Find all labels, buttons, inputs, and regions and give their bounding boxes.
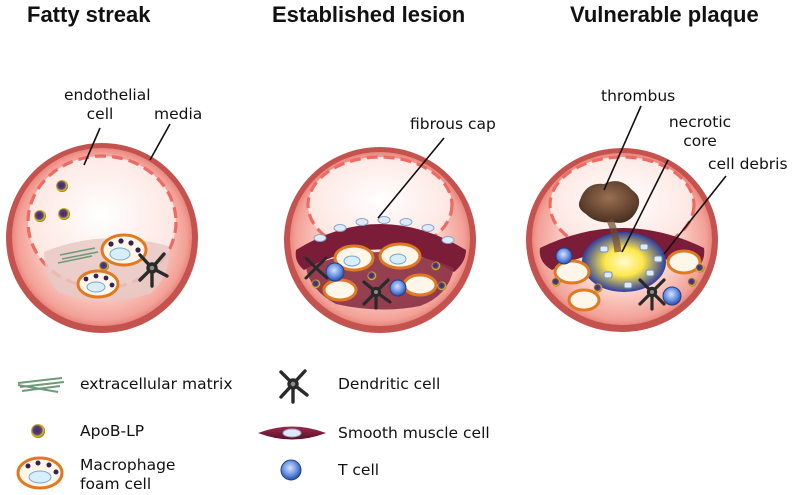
label-necrotic-line1: necrotic: [668, 113, 732, 131]
title-fatty-streak: Fatty streak: [27, 2, 151, 27]
legend-icon-smooth-muscle-cell: [258, 426, 326, 440]
vessel-fatty-streak: [6, 143, 198, 333]
leader-lines: [83, 105, 727, 255]
dendritic-cell: [638, 278, 666, 311]
label-necrotic-line2: core: [683, 132, 717, 150]
legend-macrophage-line1: Macrophage: [80, 456, 176, 474]
legend-macrophage-line2: foam cell: [80, 475, 152, 493]
label-thrombus: thrombus: [601, 87, 676, 105]
foam-cells: [76, 233, 148, 299]
label-necrotic-core: necrotic core: [668, 113, 732, 151]
legend-icon-t-cell: [280, 459, 302, 481]
apob-particles: [311, 261, 447, 291]
apob-particles: [34, 180, 109, 271]
dendritic-cell: [304, 256, 329, 280]
dendritic-cell: [362, 278, 392, 310]
leader-endothelial: [83, 127, 101, 166]
vessel-vulnerable-plaque: [526, 148, 718, 332]
fibrous-cap: [295, 224, 466, 272]
label-fibrous-cap: fibrous cap: [410, 115, 496, 133]
title-established-lesion: Established lesion: [272, 2, 466, 27]
leader-fibrous-cap: [377, 137, 445, 219]
vessel-established-lesion: [284, 147, 476, 333]
legend-dendritic-cell: Dendritic cell: [338, 375, 441, 393]
leader-thrombus: [603, 105, 642, 191]
leader-media: [149, 123, 171, 161]
label-endothelial-cell: endothelial cell: [64, 86, 151, 124]
cap-smooth-muscle-nuclei: [313, 216, 455, 244]
t-cells: [325, 262, 407, 297]
leader-necrotic-core: [621, 159, 669, 253]
thrombus: [578, 181, 640, 223]
cell-debris: [599, 243, 663, 289]
legend-apob-lp: ApoB-LP: [80, 422, 145, 440]
legend-icon-extracellular-matrix: [17, 377, 65, 393]
legend-icon-apob: [31, 424, 45, 438]
legend-icon-dendritic-cell: [279, 369, 309, 404]
label-endothelial-line1: endothelial: [64, 86, 151, 104]
foam-cells: [553, 249, 702, 312]
legend-t-cell: T cell: [338, 461, 380, 479]
t-cells: [555, 247, 682, 306]
leader-cell-debris: [663, 175, 727, 255]
label-media: media: [154, 105, 203, 123]
label-endothelial-line2: cell: [86, 105, 114, 123]
title-vulnerable-plaque: Vulnerable plaque: [570, 2, 759, 27]
dendritic-cell: [138, 252, 169, 288]
legend-extracellular-matrix: extracellular matrix: [80, 375, 233, 393]
label-cell-debris: cell debris: [708, 155, 788, 173]
legend-macrophage-foam-cell: Macrophage foam cell: [80, 456, 175, 494]
apob-particles: [551, 263, 705, 293]
legend-icon-foam-cell: [16, 456, 64, 490]
legend-smooth-muscle-cell: Smooth muscle cell: [338, 424, 490, 442]
